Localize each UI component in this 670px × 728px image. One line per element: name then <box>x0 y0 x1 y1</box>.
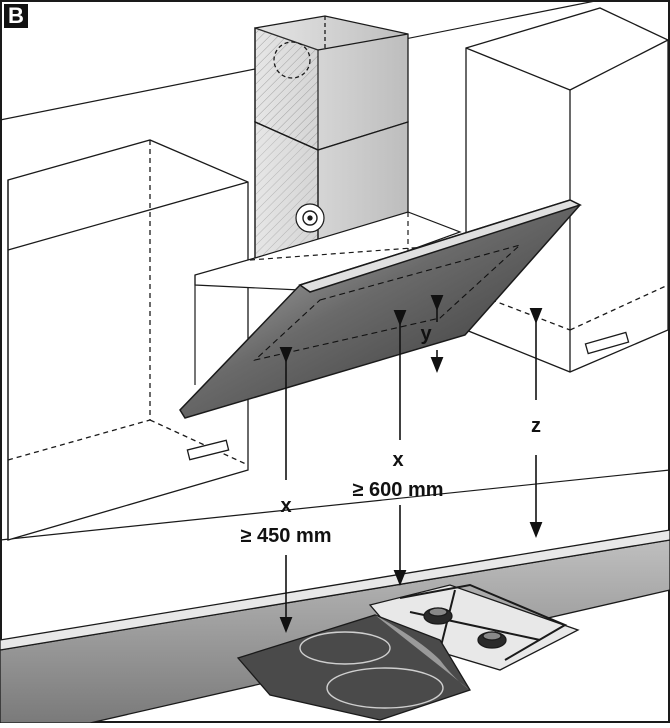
label-z: z <box>531 415 541 437</box>
glass-canopy <box>179 199 582 419</box>
label-x-center: x <box>392 449 403 471</box>
chimney-upper <box>254 15 409 152</box>
label-x-center-min: ≥ 600 mm <box>352 479 443 501</box>
gas-hob <box>368 583 580 671</box>
induction-hob <box>236 614 471 721</box>
panel-label: B <box>4 4 28 28</box>
dimension-lines <box>279 295 543 633</box>
label-x-left: x <box>280 495 291 517</box>
label-y: y <box>420 323 432 345</box>
label-x-left-min: ≥ 450 mm <box>240 525 331 547</box>
left-wall-cabinet <box>7 139 249 541</box>
